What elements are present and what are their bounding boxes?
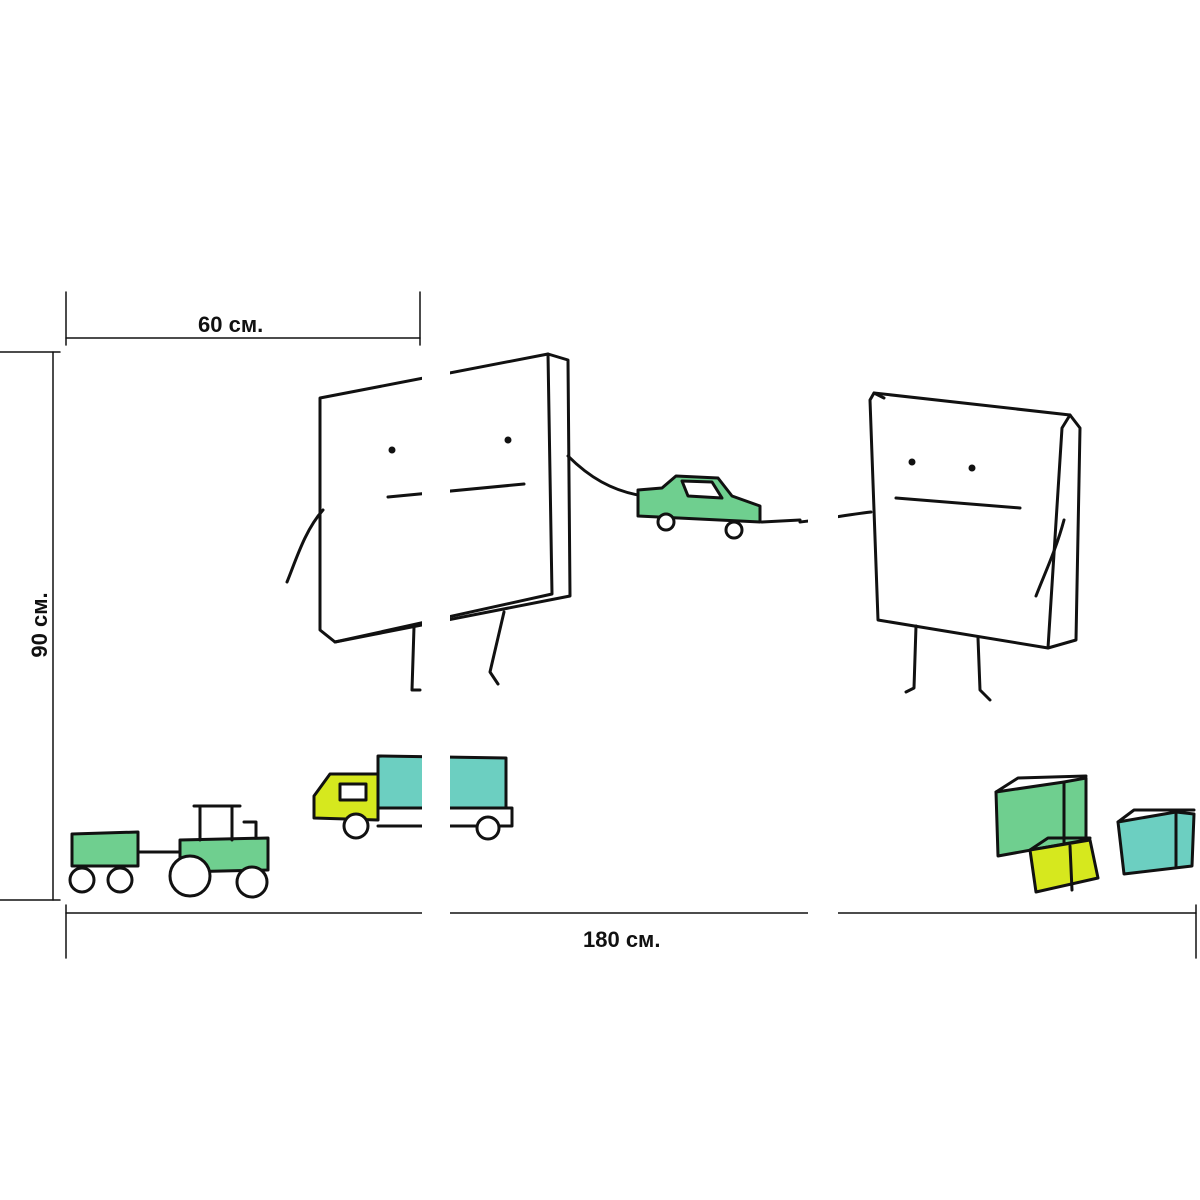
total-width-label: 180 см. xyxy=(583,927,661,952)
panel-width-label: 60 см. xyxy=(198,312,264,337)
height-label: 90 см. xyxy=(27,592,52,658)
canvas-character-left xyxy=(285,352,640,692)
toy-car-icon xyxy=(636,474,762,540)
panel-gaps xyxy=(422,340,838,915)
dimension-lines xyxy=(0,291,1197,959)
toy-blocks-icon xyxy=(994,774,1196,894)
tractor-icon xyxy=(68,804,270,899)
canvas-character-right xyxy=(760,391,1082,702)
truck-icon xyxy=(312,754,514,841)
